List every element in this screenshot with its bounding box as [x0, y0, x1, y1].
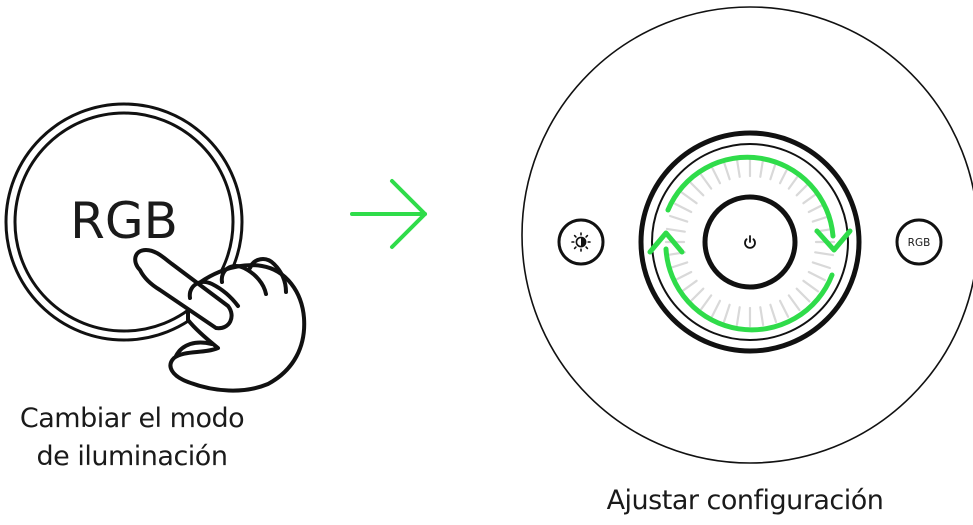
brightness-button[interactable] [559, 220, 603, 264]
change-mode-caption: Cambiar el modo de iluminación [8, 400, 256, 476]
adjust-settings-caption: Ajustar configuración [585, 482, 905, 520]
rgb-small-button-label: RGB [908, 237, 931, 249]
device-top-view: RGB [522, 7, 973, 463]
arrow-right-icon [352, 181, 425, 247]
change-mode-caption-line2: de iluminación [8, 438, 256, 476]
change-mode-caption-line1: Cambiar el modo [8, 400, 256, 438]
rgb-small-button[interactable]: RGB [897, 220, 941, 264]
pointing-hand-icon [135, 250, 304, 391]
rgb-button-label: RGB [70, 192, 178, 250]
power-button[interactable] [705, 197, 795, 287]
